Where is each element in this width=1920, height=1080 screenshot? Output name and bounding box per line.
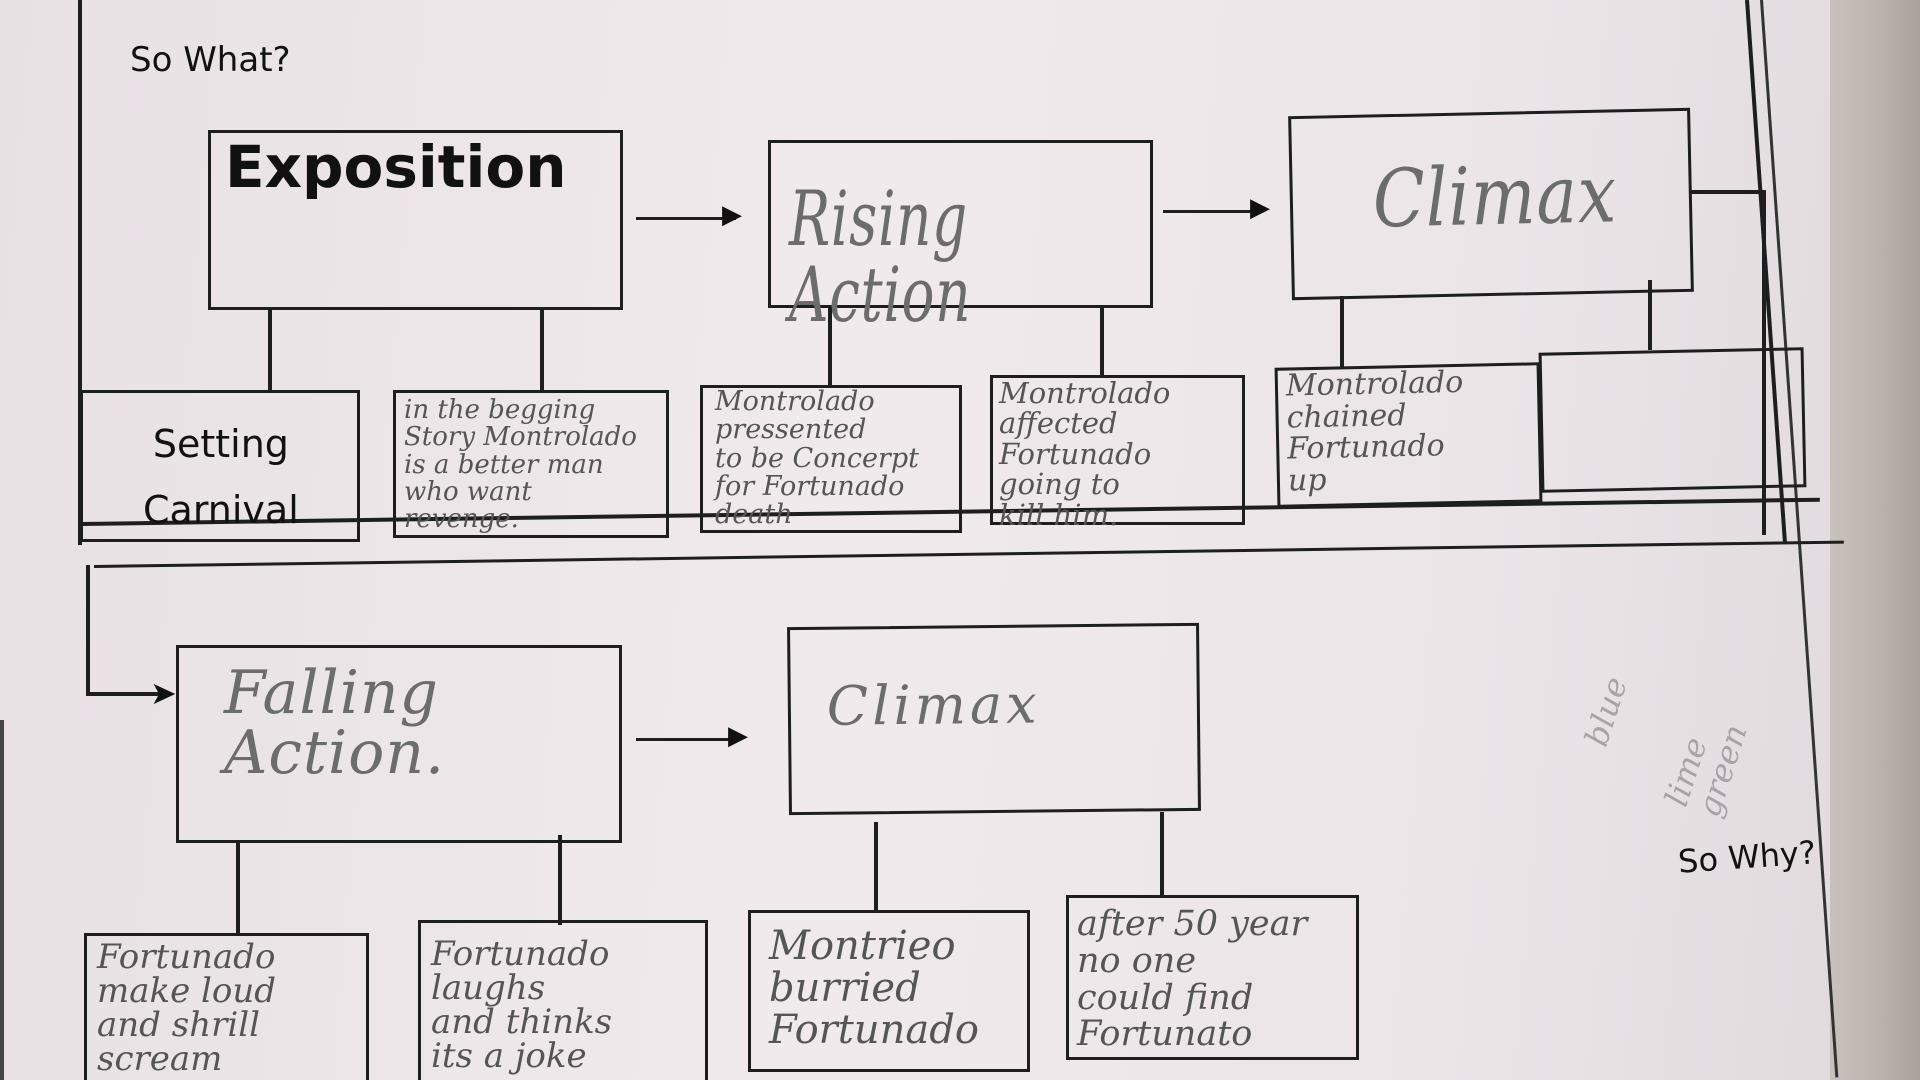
connector bbox=[268, 310, 272, 390]
exposition-box: Exposition bbox=[208, 130, 623, 310]
margin-note-blue: blue bbox=[1577, 672, 1636, 751]
margin-note-lime-green: lime green bbox=[1657, 719, 1755, 822]
climax-detail-box-2 bbox=[1538, 347, 1807, 493]
arrow-head-icon: ▶ bbox=[722, 200, 742, 230]
connector bbox=[1648, 280, 1652, 350]
climax-box: Climax bbox=[1288, 107, 1694, 301]
connector bbox=[1160, 812, 1164, 897]
arrow-falling-to-resolution bbox=[636, 738, 736, 741]
rising-detail-box-1: Montrolado pressented to be Concerpt for… bbox=[700, 385, 962, 533]
setting-box: Setting Carnival bbox=[80, 390, 360, 542]
connector bbox=[236, 843, 240, 933]
left-border-lower bbox=[0, 720, 4, 1080]
resolution-title: Climax bbox=[826, 672, 1041, 738]
right-border-outer bbox=[1760, 0, 1839, 1078]
row2-top-line bbox=[93, 540, 1844, 568]
arrow-head-icon: ▶ bbox=[728, 721, 748, 751]
rising-detail-text-1: Montrolado pressented to be Concerpt for… bbox=[715, 386, 919, 531]
falling-detail-box-2: Fortunado laughs and thinks its a joke bbox=[418, 920, 708, 1080]
arrow-exposition-to-rising bbox=[636, 217, 736, 220]
rising-detail-text-2: Montrolado affected Fortunado going to k… bbox=[999, 376, 1171, 532]
falling-action-title: Falling Action. bbox=[224, 658, 446, 788]
connector bbox=[828, 308, 832, 388]
climax-title: Climax bbox=[1371, 147, 1618, 246]
resolution-detail-box-2: after 50 year no one could find Fortunat… bbox=[1066, 895, 1359, 1060]
falling-detail-text-2: Fortunado laughs and thinks its a joke bbox=[431, 934, 613, 1076]
exposition-detail-text: in the begging Story Montrolado is a bet… bbox=[404, 395, 637, 535]
arrow-head-icon: ▶ bbox=[1250, 193, 1270, 223]
row2-left-connector bbox=[86, 565, 90, 695]
connector bbox=[1100, 308, 1104, 378]
row2-left-arrow-line bbox=[86, 692, 166, 696]
connector bbox=[874, 822, 878, 910]
so-what-label: So What? bbox=[130, 40, 291, 80]
so-why-label: So Why? bbox=[1676, 833, 1818, 881]
row2-arrow-head-icon: ➤ bbox=[150, 674, 177, 712]
connector bbox=[1340, 296, 1344, 368]
climax-detail-text-1: Montrolado chained Fortunado up bbox=[1285, 364, 1464, 499]
rising-action-title: Rising Action bbox=[789, 174, 972, 339]
connector bbox=[540, 310, 544, 390]
worksheet-paper: ➤ So What? Exposition ▶ Setting Carnival… bbox=[0, 0, 1844, 1080]
falling-detail-text-1: Fortunado make loud and shrill scream bbox=[97, 937, 277, 1079]
rising-action-box: Rising Action bbox=[768, 140, 1153, 333]
resolution-detail-text-2: after 50 year no one could find Fortunat… bbox=[1077, 904, 1308, 1055]
falling-detail-box-1: Fortunado make loud and shrill scream bbox=[84, 933, 369, 1080]
rising-detail-box-2: Montrolado affected Fortunado going to k… bbox=[990, 375, 1245, 530]
climax-detail-box-1: Montrolado chained Fortunado up bbox=[1274, 362, 1543, 508]
climax-right-connector-down bbox=[1762, 190, 1766, 535]
connector bbox=[558, 835, 562, 925]
setting-text: Setting Carnival bbox=[143, 422, 299, 532]
left-border bbox=[78, 0, 82, 545]
exposition-detail-box: in the begging Story Montrolado is a bet… bbox=[393, 390, 669, 538]
resolution-detail-text-1: Montrieo burried Fortunado bbox=[769, 923, 979, 1053]
resolution-box: Climax bbox=[787, 622, 1201, 816]
climax-right-connector bbox=[1690, 190, 1765, 194]
resolution-detail-box-1: Montrieo burried Fortunado bbox=[748, 910, 1030, 1072]
exposition-title: Exposition bbox=[225, 133, 567, 201]
falling-action-box: Falling Action. bbox=[176, 645, 622, 843]
arrow-rising-to-climax bbox=[1163, 210, 1263, 213]
